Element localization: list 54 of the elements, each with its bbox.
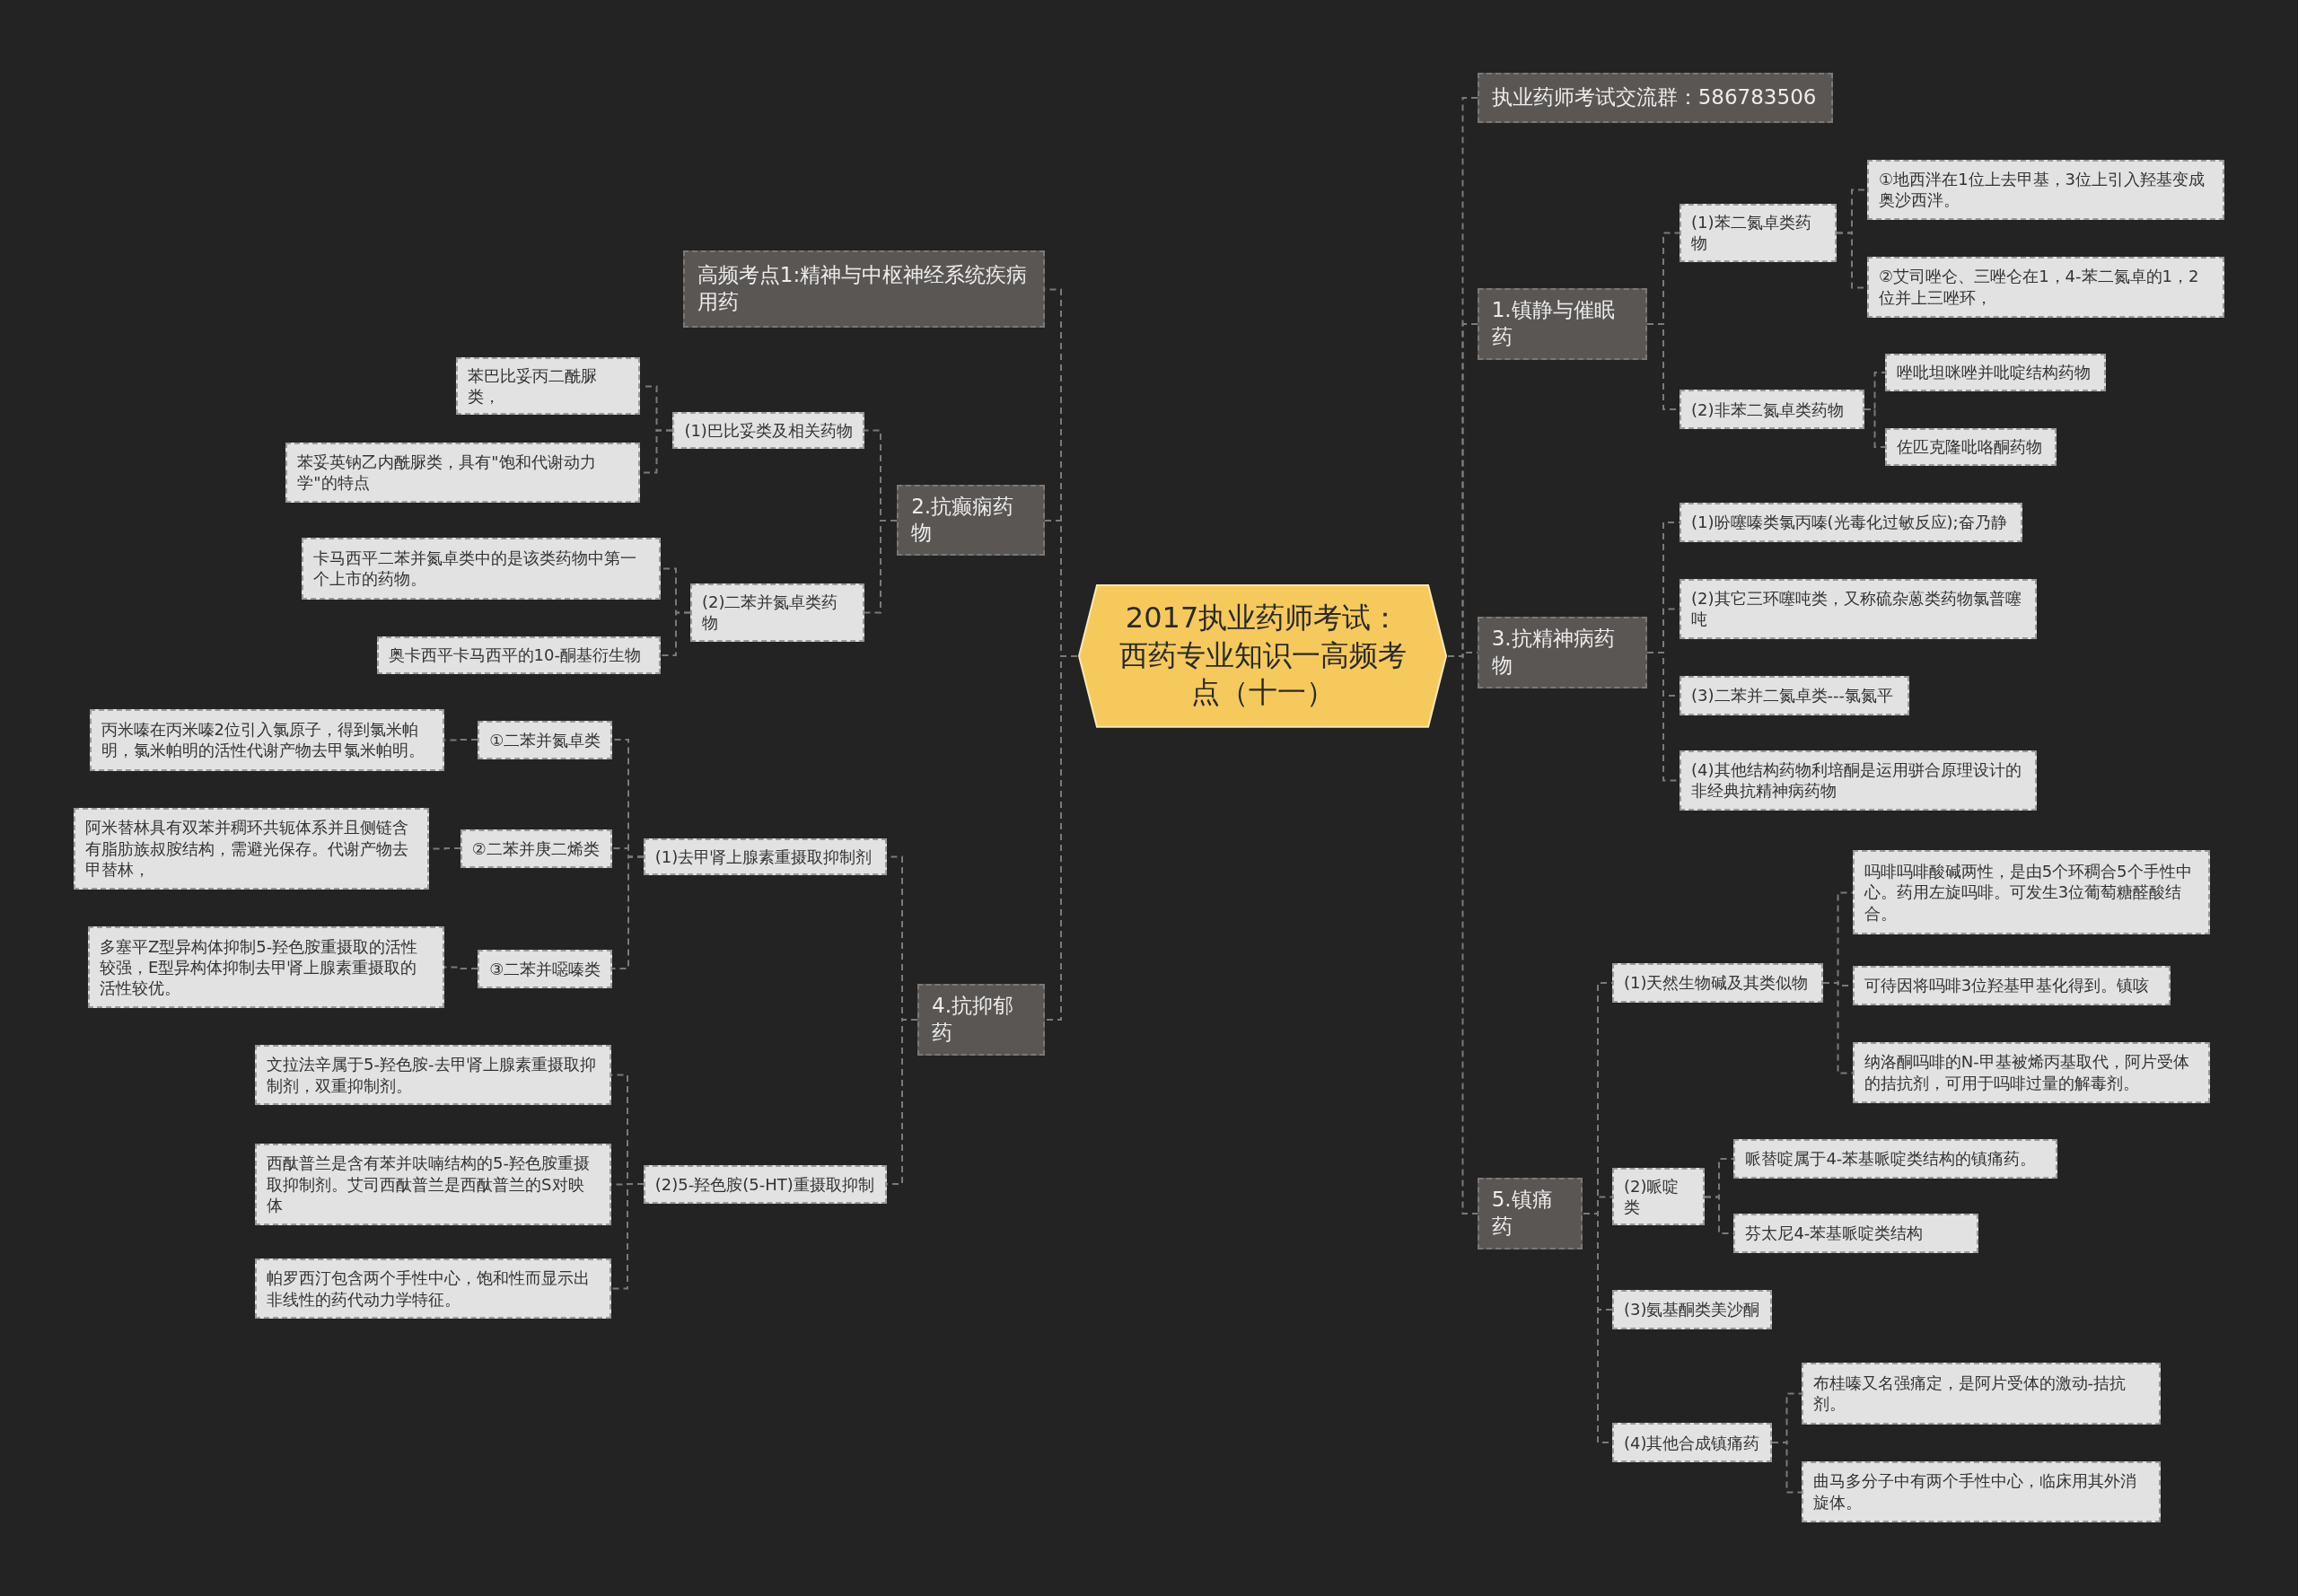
connector-line: [661, 611, 691, 656]
subtopic-box: 哌替啶属于4-苯基哌啶类结构的镇痛药。: [1733, 1138, 2058, 1179]
subtopic-box: ②艾司唑仑、三唑仑在1，4-苯二氮卓的1，2位并上三唑环，: [1867, 256, 2225, 319]
subtopic-box: ①二苯并氮卓类: [478, 721, 613, 759]
subtopic-box: (1)巴比妥类及相关药物: [672, 411, 865, 450]
connector-line: [610, 1183, 645, 1290]
subtopic-box: (1)天然生物碱及其类似物: [1611, 962, 1823, 1003]
subtopic-box: ①地西泮在1位上去甲基，3位上引入羟基变成奥沙西泮。: [1867, 159, 2225, 220]
subtopic-box: 丙米嗪在丙米嗪2位引入氯原子，得到氯米帕明，氯米帕明的活性代谢产物去甲氯米帕明。: [89, 709, 444, 771]
subtopic-box: 佐匹克隆吡咯酮药物: [1884, 427, 2057, 467]
subtopic-box: 帕罗西汀包含两个手性中心，饱和性而显示出非线性的药代动力学特征。: [255, 1258, 611, 1320]
subtopic-box: 苯妥英钠乙内酰脲类，具有"饱和代谢动力学"的特点: [285, 443, 641, 503]
connector-line: [1771, 1442, 1802, 1494]
subtopic-box: 苯巴比妥丙二酰脲类，: [455, 356, 641, 416]
topic-box: 1.镇静与催眠药: [1477, 287, 1648, 360]
topic-box: 执业药师考试交流群：586783506: [1477, 73, 1834, 123]
subtopic-box: 西酞普兰是含有苯并呋喃结构的5-羟色胺重摄取抑制剂。艾司西酞普兰是西酞普兰的S对映体: [255, 1143, 611, 1226]
subtopic-box: 吗啡吗啡酸碱两性，是由5个环稠合5个手性中心。药用左旋吗啡。可发生3位葡萄糖醛酸结合。: [1852, 849, 2211, 935]
connector-line: [611, 855, 645, 969]
subtopic-box: (4)其他合成镇痛药: [1611, 1423, 1772, 1463]
subtopic-box: (2)其它三环噻吨类，又称硫杂蒽类药物氯普噻吨: [1680, 578, 2038, 639]
subtopic-box: (1)去甲肾上腺素重摄取抑制剂: [643, 837, 887, 876]
subtopic-box: (2)二苯并氮卓类药物: [689, 583, 865, 642]
subtopic-box: (3)二苯并二氮卓类---氯氮平: [1680, 675, 1910, 715]
subtopic-box: 布桂嗪又名强痛定，是阿片受体的激动-拮抗剂。: [1801, 1363, 2161, 1425]
subtopic-box: 可待因将吗啡3位羟基甲基化得到。镇咳: [1852, 965, 2171, 1006]
subtopic-box: (2)哌啶类: [1611, 1167, 1705, 1226]
subtopic-box: ②二苯并庚二烯类: [460, 829, 613, 868]
subtopic-box: (3)氨基酮类美沙酮: [1611, 1289, 1772, 1329]
subtopic-box: (1)吩噻嗪类氯丙嗪(光毒化过敏反应);奋乃静: [1680, 503, 2023, 543]
subtopic-box: 奥卡西平卡马西平的10-酮基衍生物: [376, 636, 662, 675]
subtopic-box: 芬太尼4-苯基哌啶类结构: [1733, 1213, 1979, 1253]
connector-line: [1864, 408, 1886, 448]
subtopic-box: (1)苯二氮卓类药物: [1680, 204, 1837, 262]
subtopic-box: 唑吡坦咪唑并吡啶结构药物: [1884, 353, 2107, 392]
subtopic-box: 阿米替林具有双苯并稠环共轭体系并且侧链含有脂肪族叔胺结构，需避光保存。代谢产物去甲替林，: [73, 807, 430, 890]
topic-box: 4.抗抑郁药: [917, 984, 1046, 1057]
subtopic-box: 多塞平Z型异构体抑制5-羟色胺重摄取的活性较强，E型异构体抑制去甲肾上腺素重摄取的活性较优。: [87, 926, 444, 1009]
connector-line: [443, 739, 478, 741]
subtopic-box: 卡马西平二苯并氮卓类中的是该类药物中第一个上市的药物。: [302, 537, 662, 600]
connector-line: [864, 520, 898, 614]
topic-box: 5.镇痛药: [1477, 1177, 1583, 1250]
topic-box: 高频考点1:精神与中枢神经系统疾病用药: [682, 250, 1046, 329]
topic-box: 2.抗癫痫药物: [897, 484, 1046, 557]
subtopic-box: (2)5-羟色胺(5-HT)重摄取抑制: [643, 1165, 887, 1204]
topic-box: 3.抗精神病药物: [1477, 617, 1648, 689]
subtopic-box: 文拉法辛属于5-羟色胺-去甲肾上腺素重摄取抑制剂，双重抑制剂。: [255, 1045, 611, 1105]
subtopic-box: 纳洛酮吗啡的N-甲基被烯丙基取代，阿片受体的拮抗剂，可用于吗啡过量的解毒剂。: [1852, 1041, 2211, 1104]
subtopic-box: (2)非苯二氮卓类药物: [1680, 390, 1864, 430]
subtopic-box: ③二苯并噁嗪类: [478, 950, 613, 988]
connector-line: [443, 966, 478, 969]
subtopic-box: 曲马多分子中有两个手性中心，临床用其外消旋体。: [1801, 1460, 2161, 1523]
subtopic-box: (4)其他结构药物利培酮是运用骈合原理设计的非经典抗精神病药物: [1680, 750, 2038, 811]
central-topic-hexagon: 2017执业药师考试：西药专业知识一高频考点（十一）: [1077, 583, 1449, 729]
